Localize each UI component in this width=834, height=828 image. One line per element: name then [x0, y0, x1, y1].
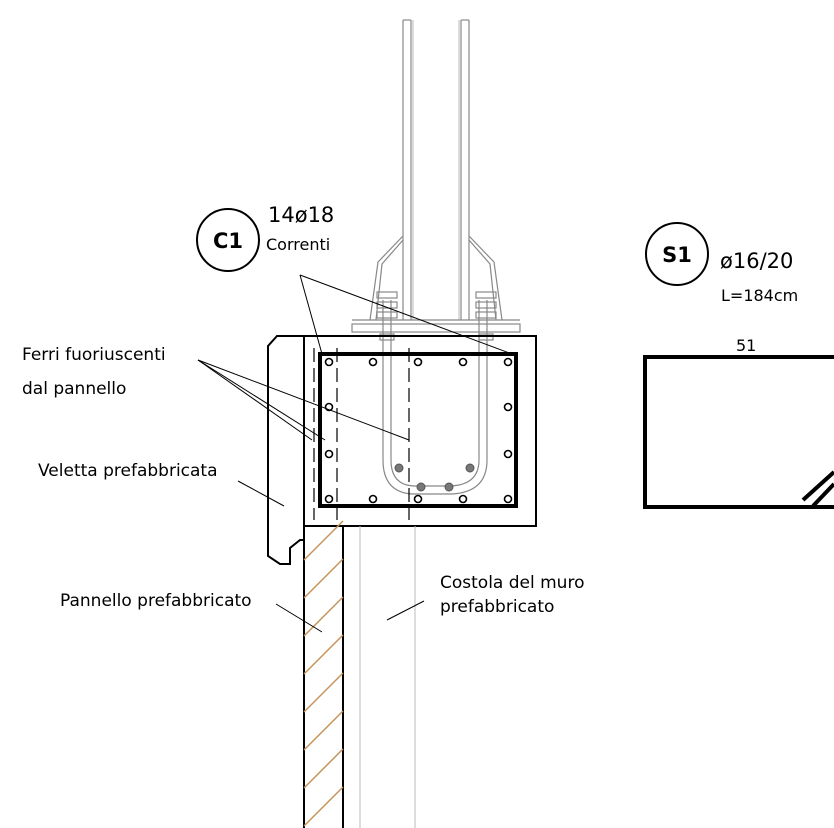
pannello-label: Pannello prefabbricato	[60, 591, 252, 611]
anchor-u-bar	[376, 291, 497, 495]
bars-count-label: 14ø18	[268, 203, 334, 227]
stirrup-circle-label: S1	[662, 243, 692, 267]
annotation-labels: Ferri fuoriuscenti dal pannello Veletta …	[22, 345, 584, 617]
costola-lines	[359, 526, 416, 828]
prefab-panel	[303, 520, 344, 828]
costola-label-line1: Costola del muro	[440, 573, 584, 593]
leader-lines	[197, 274, 513, 633]
section-tag-c1: C1 14ø18 Correnti	[196, 203, 334, 272]
base-plate-stiffeners	[351, 235, 521, 333]
longitudinal-bars	[324, 357, 513, 504]
steel-column	[402, 19, 470, 320]
beam-section	[303, 335, 537, 527]
bars-name-label: Correnti	[266, 235, 330, 254]
stirrup-dimension-label: 51	[736, 336, 756, 355]
stirrup-spec-label: ø16/20	[720, 249, 793, 273]
stirrup-detail-s1: S1 ø16/20 L=184cm 51	[643, 222, 834, 509]
section-circle-label: C1	[213, 229, 243, 253]
ferri-label-line2: dal pannello	[22, 379, 126, 399]
costola-label-line2: prefabbricato	[440, 597, 554, 617]
veletta	[267, 335, 304, 565]
stirrup-length-label: L=184cm	[721, 286, 798, 305]
ferri-label-line1: Ferri fuoriuscenti	[22, 345, 166, 365]
veletta-label: Veletta prefabbricata	[38, 461, 218, 481]
